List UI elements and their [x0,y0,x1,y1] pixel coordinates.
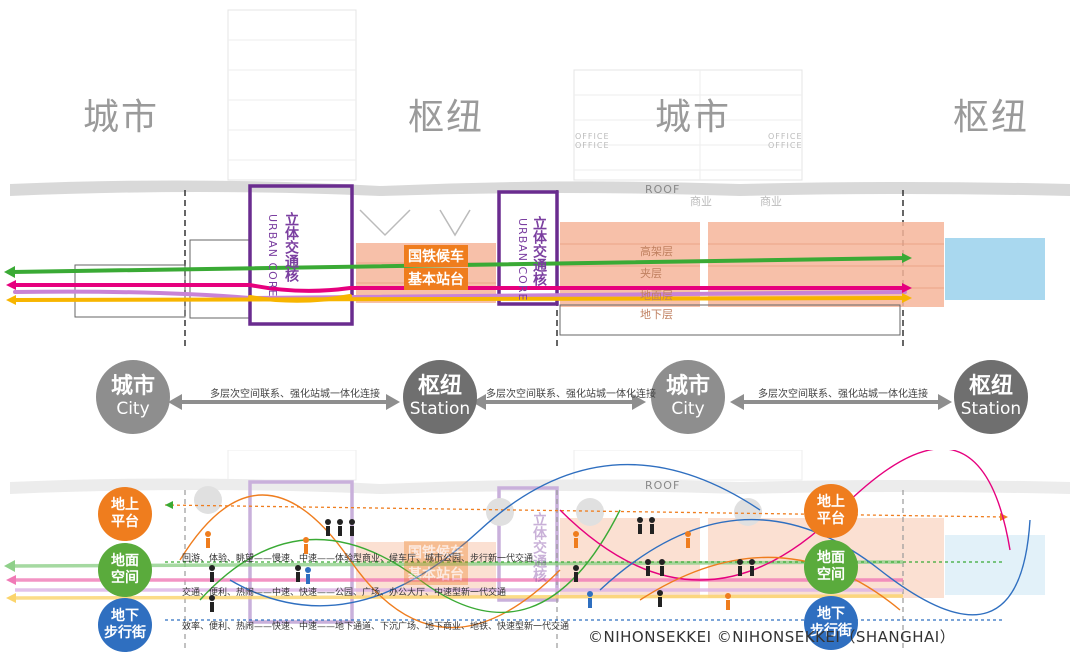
top-section-drawing [4,9,1070,350]
link-text-1: 多层次空间联系、强化站城一体化连接 [210,389,380,400]
node-station-2-en: Station [960,399,1022,419]
badge-elevated-deck-left: 地上 平台 [98,487,152,541]
badge-ground-space-left: 地面 空间 [98,543,152,597]
node-station-1-zh: 枢纽 [417,374,462,399]
roof-label: ROOF [645,183,681,196]
node-city-1: 城市 City [96,360,170,434]
bottom-roof-label: ROOF [645,479,681,492]
link-text-3: 多层次空间联系、强化站城一体化连接 [758,389,928,400]
zone-label-city-2: 城市 [655,97,732,138]
bottom-section-drawing [4,450,1070,650]
badge-ground-space-right: 地面 空间 [804,540,858,594]
link-text-2: 多层次空间联系、强化站城一体化连接 [486,389,656,400]
floor-label-commercial-2: 商业 [760,195,782,208]
node-station-2: 枢纽 Station [954,360,1028,434]
node-station-1-en: Station [409,399,471,419]
note-elevated: 回游、体验、眺望——慢速、中速——体验型商业、候车厅、城市公园、步行新一代交通 [182,554,534,564]
tag-waiting-hall: 国铁候车 [404,245,468,267]
badge-underground-street-left: 地下 步行街 [98,598,152,652]
middle-section-drawing [168,394,952,410]
zone-label-city-1: 城市 [83,97,160,138]
copyright-text: ©NIHONSEKKEI ©NIHONSEKKEI（SHANGHAI） [588,628,956,646]
zone-label-hub-2: 枢纽 [953,97,1030,138]
tag-platform: 基本站台 [404,268,468,290]
node-city-2-en: City [671,399,705,419]
badge-underground-street-right: 地下 步行街 [804,596,858,650]
note-ground: 交通、便利、热闹——中速、快速——公园、广场、办公大厅、中速型新一代交通 [182,588,507,598]
node-city-1-en: City [116,399,150,419]
note-underground: 效率、便利、热闹——快速、中速——地下通道、下沉广场、地下商业、地铁、快速型新一… [182,622,570,632]
floor-label-mezzanine: 夹层 [640,267,662,280]
badge-elevated-deck-right: 地上 平台 [804,484,858,538]
bottom-tag-platform: 基本站台 [404,563,468,585]
floor-label-elevated: 高架层 [640,245,673,258]
zone-label-hub-1: 枢纽 [408,97,485,138]
bottom-core-label-zh: 立体交通核 [531,512,547,582]
node-city-1-zh: 城市 [110,374,155,399]
node-station-2-zh: 枢纽 [968,374,1013,399]
bottom-tag-waiting-hall: 国铁候车 [404,541,468,563]
node-station-1: 枢纽 Station [403,360,477,434]
floor-label-ground: 地面层 [640,289,673,302]
core-label-zh-1: 立体交通核 [283,212,299,282]
core-label-en-1: URBAN CORE [266,214,279,298]
core-label-en-2: URBAN CORE [516,218,529,302]
floor-label-underground: 地下层 [640,308,673,321]
node-city-2: 城市 City [651,360,725,434]
node-city-2-zh: 城市 [665,374,710,399]
core-label-zh-2: 立体交通核 [531,216,547,286]
floor-label-commercial-1: 商业 [690,195,712,208]
